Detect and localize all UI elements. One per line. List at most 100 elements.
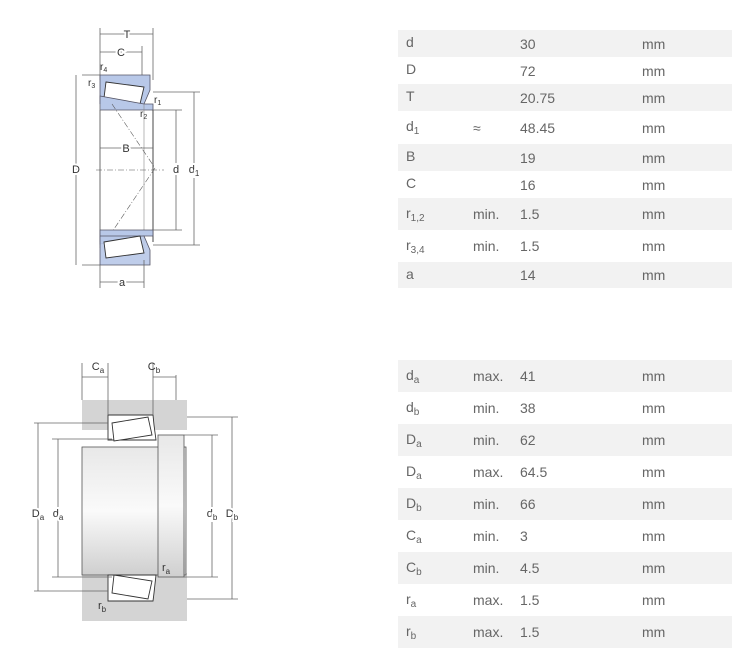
spec-qualifier: [473, 84, 520, 111]
table-row: ra max. 1.5 mm: [398, 584, 732, 616]
dim-da-label: da: [53, 508, 64, 522]
spec-value: 66: [520, 488, 642, 520]
spec-qualifier: min.: [473, 400, 500, 416]
spec-qualifier: max.: [473, 360, 520, 392]
spec-symbol: D: [406, 61, 417, 77]
dim-Ca-label: Ca: [92, 361, 105, 375]
radius-r1-label: r1: [154, 95, 161, 107]
spec-unit: mm: [642, 592, 666, 608]
spec-qualifier: max.: [473, 592, 504, 608]
spec-symbol: Ca: [406, 526, 422, 546]
spec-unit: mm: [642, 360, 732, 392]
spec-qualifier: [473, 144, 520, 171]
spec-value: 62: [520, 424, 642, 456]
spec-symbol: T: [398, 84, 473, 111]
spec-symbol: rb: [398, 616, 473, 648]
spec-unit: mm: [642, 84, 732, 111]
dim-d-label: d: [173, 164, 179, 176]
spec-qualifier: min.: [473, 528, 500, 544]
table-row: D 72 mm: [398, 57, 732, 84]
spec-qualifier: min.: [473, 488, 520, 520]
dim-B-label: B: [122, 143, 129, 155]
dim-C-label: C: [117, 47, 125, 59]
spec-unit: mm: [642, 464, 666, 480]
radius-r3-label: r3: [88, 78, 95, 90]
radius-ra-label: ra: [162, 562, 171, 576]
spec-qualifier: [473, 262, 520, 288]
spec-symbol: ra: [406, 590, 417, 610]
spec-qualifier: min.: [473, 238, 500, 254]
spec-qualifier: max.: [473, 464, 504, 480]
spec-symbol: Da: [398, 424, 473, 456]
spec-symbol: d: [398, 30, 473, 57]
radius-rb-label: rb: [98, 600, 107, 614]
dim-Cb-label: Cb: [148, 361, 161, 375]
spec-unit: mm: [642, 616, 732, 648]
spec-unit: mm: [642, 62, 666, 79]
spec-symbol: d1: [406, 118, 420, 137]
spec-unit: mm: [642, 400, 666, 416]
spec-symbol: Da: [406, 462, 422, 482]
spec-value: 1.5: [520, 198, 642, 230]
spec-unit: mm: [642, 119, 666, 136]
spec-qualifier: min.: [473, 424, 520, 456]
spec-value: 20.75: [520, 84, 642, 111]
dim-D-label: D: [72, 164, 80, 176]
spec-value: 14: [520, 262, 642, 288]
spec-symbol: da: [398, 360, 473, 392]
spec-unit: mm: [642, 198, 732, 230]
spec-qualifier: max.: [473, 616, 520, 648]
spec-value: 19: [520, 144, 642, 171]
radius-r4-label: r4: [100, 62, 107, 74]
table-row: Ca min. 3 mm: [398, 520, 732, 552]
dim-d1-label: d1: [189, 164, 200, 178]
bearing-dimensions-diagram: T C B D d d1 a r4 r3 r1 r2: [70, 27, 202, 291]
spec-symbol: db: [406, 398, 420, 418]
abutment-dimensions-diagram: Ca Cb Da da db Db ra rb: [30, 361, 241, 621]
spec-value: 41: [520, 360, 642, 392]
spec-qualifier: min.: [473, 552, 520, 584]
spec-value: 1.5: [520, 592, 540, 608]
spec-unit: mm: [642, 552, 732, 584]
spec-symbol: r3,4: [406, 236, 425, 256]
spec-value: 30: [520, 30, 642, 57]
spec-symbol: Db: [398, 488, 473, 520]
dim-db-label: db: [207, 508, 218, 522]
radius-r2-label: r2: [140, 109, 147, 121]
spec-unit: mm: [642, 176, 666, 193]
spec-unit: mm: [642, 262, 732, 288]
spec-value: 72: [520, 62, 536, 79]
spec-qualifier: [473, 57, 520, 84]
spec-value: 64.5: [520, 464, 548, 480]
spec-unit: mm: [642, 144, 732, 171]
spec-unit: mm: [642, 528, 666, 544]
spec-symbol: r1,2: [398, 198, 473, 230]
spec-symbol: C: [406, 175, 417, 191]
spec-value: 3: [520, 528, 528, 544]
spec-value: 1.5: [520, 238, 540, 254]
spec-symbol: Cb: [398, 552, 473, 584]
dim-Db-label: Db: [226, 508, 239, 522]
spec-symbol: B: [398, 144, 473, 171]
spec-symbol: a: [398, 262, 473, 288]
dim-T-label: T: [124, 29, 131, 41]
spec-value: 1.5: [520, 616, 642, 648]
spec-qualifier: ≈: [473, 119, 481, 136]
table-row: Da max. 64.5 mm: [398, 456, 732, 488]
spec-value: 48.45: [520, 119, 556, 136]
table-row: d1 ≈48.45 mm: [398, 111, 732, 144]
